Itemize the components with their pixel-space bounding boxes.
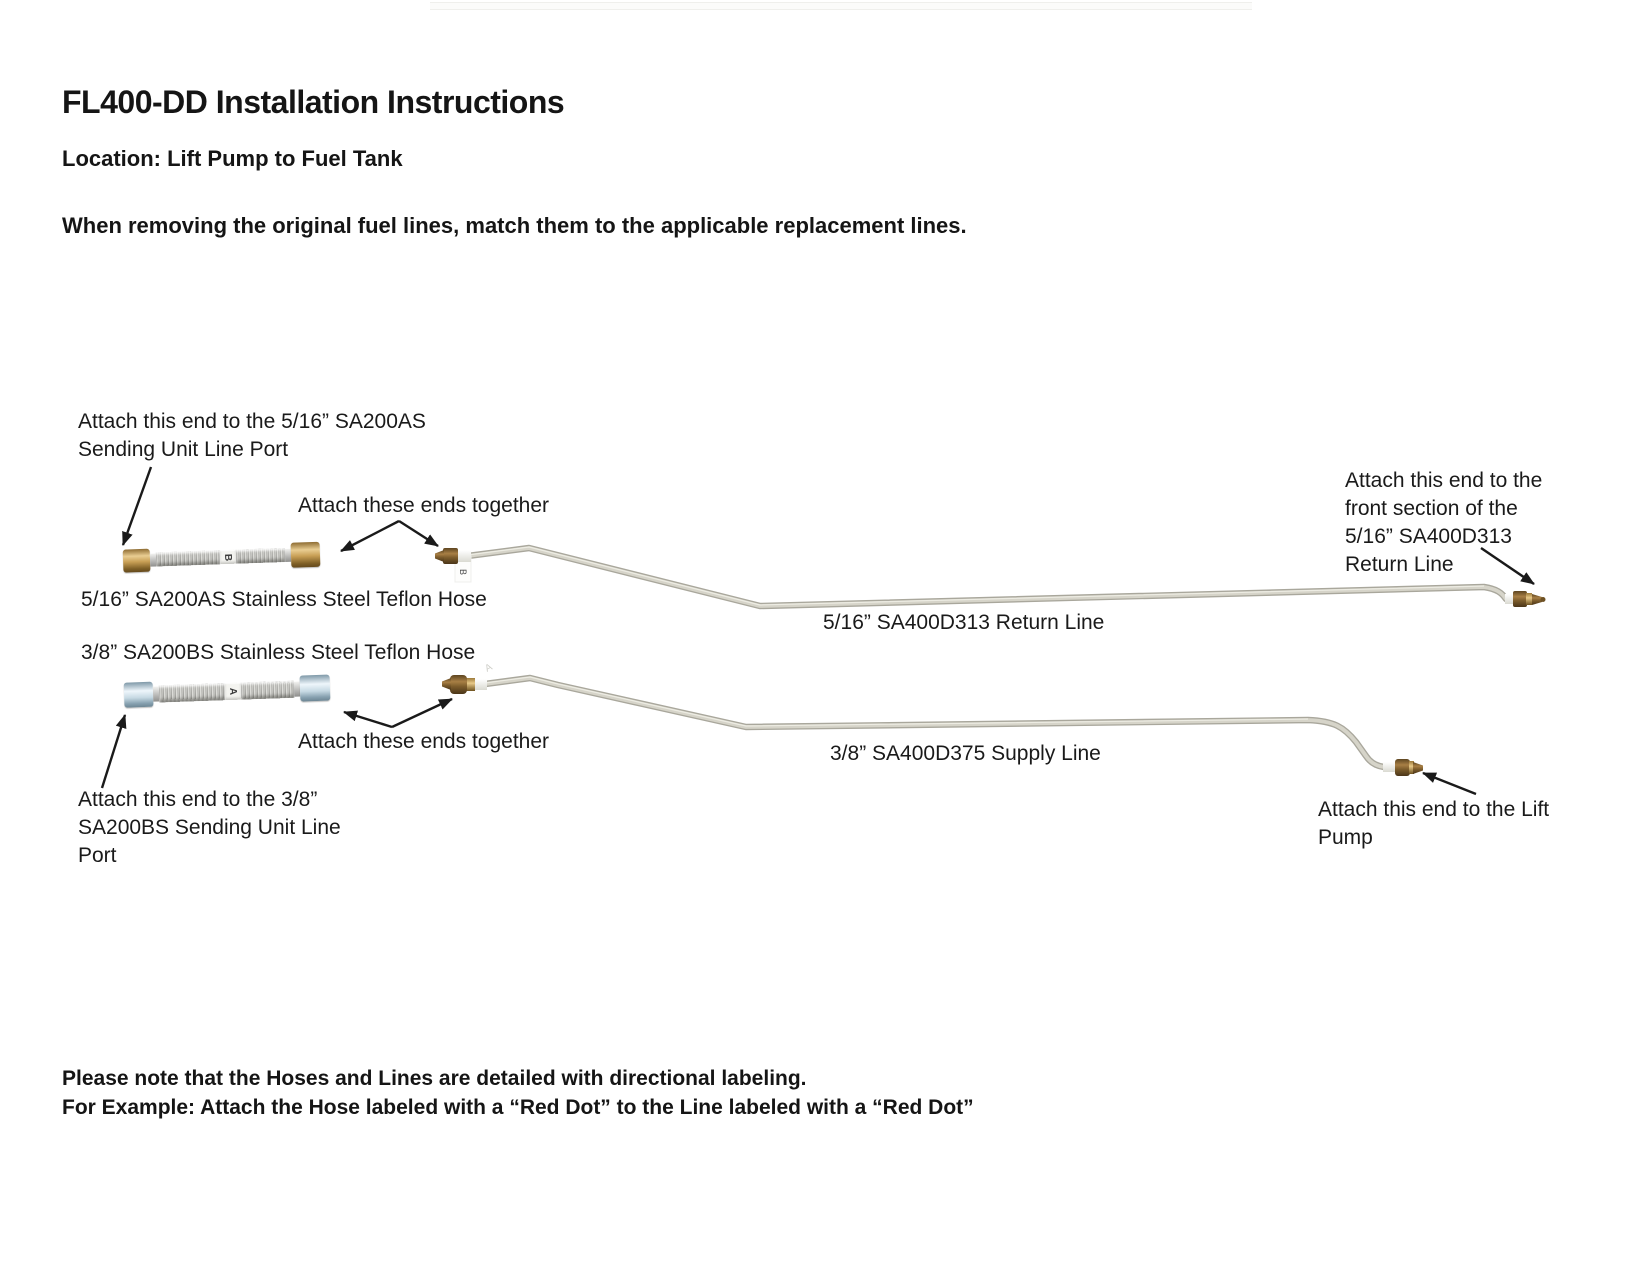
arrow-return-line-right-end [1480,547,1535,585]
supply-line-right-fitting [1383,759,1423,776]
hose-a-braid [158,682,226,702]
arrow-hose-a-left-end [100,714,127,789]
hose-b-tag-letter: B [222,553,234,561]
hose-a-right-fitting [299,674,331,702]
supply-line-left-fitting: A [442,662,495,694]
lift-pump-attach-note-line2: Pump [1318,826,1373,849]
return-line-label: 5/16” SA400D313 Return Line [823,611,1105,634]
hose-a-id-band: A [224,682,242,700]
lift-pump-attach-note: Attach this end to the Lift Pump [1318,796,1549,852]
hose-b-attach-note-line1: Attach this end to the 5/16” SA200AS [78,410,426,433]
arrow-join-b-right [398,519,439,548]
annotation-arrows [100,466,1535,796]
return-line-tag-letter: B [458,569,468,575]
return-line-left-fitting: B [435,548,472,583]
page-title: FL400-DD Installation Instructions [62,84,565,120]
supply-line-label: 3/8” SA400D375 Supply Line [830,742,1101,765]
supply-line-tube [481,674,1388,771]
hose-a-left-fitting [123,681,154,708]
return-line-attach-note-line4: Return Line [1345,553,1454,576]
return-line-attach-note: Attach this end to the front section of … [1345,467,1542,579]
directional-labeling-note-line2: For Example: Attach the Hose labeled wit… [62,1096,974,1119]
hose-a-braid [240,680,295,700]
directional-labeling-note: Please note that the Hoses and Lines are… [62,1064,974,1122]
return-line-attach-note-line3: 5/16” SA400D313 [1345,525,1512,548]
lift-pump-attach-note-line1: Attach this end to the Lift [1318,798,1550,821]
hose-a-attach-note: Attach this end to the 3/8” SA200BS Send… [78,786,341,870]
arrow-hose-b-left-end [121,466,153,546]
arrow-join-a-right [391,697,453,729]
return-line-attach-note-line2: front section of the [1345,497,1518,520]
hose-b-attach-note-line2: Sending Unit Line Port [78,438,289,461]
hose-a-tag-letter: A [227,687,239,695]
supply-line-tag-letter: A [483,662,494,675]
hose-b-braid [155,550,221,567]
arrow-join-a-left [343,710,393,729]
hose-a-attach-note-line3: Port [78,844,117,867]
hose-a-label: 3/8” SA200BS Stainless Steel Teflon Hose [81,641,476,664]
hose-a-join-note: Attach these ends together [298,730,550,753]
hose-b-braid [235,547,286,564]
hose-a-attach-note-line2: SA200BS Sending Unit Line [78,816,341,839]
return-line-attach-note-line1: Attach this end to the [1345,469,1543,492]
hose-b-right-fitting [290,541,321,568]
hose-b-label: 5/16” SA200AS Stainless Steel Teflon Hos… [81,588,487,611]
location-subtitle: Location: Lift Pump to Fuel Tank [62,146,403,171]
arrow-lift-pump-end [1422,771,1477,796]
arrow-join-b-left [340,519,400,553]
intro-text: When removing the original fuel lines, m… [62,213,967,238]
hose-b-left-fitting [122,548,151,573]
hose-b-join-note: Attach these ends together [298,494,550,517]
return-line-tube [456,544,1510,610]
hose-a-attach-note-line1: Attach this end to the 3/8” [78,788,318,811]
hose-b-attach-note: Attach this end to the 5/16” SA200AS Sen… [78,408,426,464]
directional-labeling-note-line1: Please note that the Hoses and Lines are… [62,1067,807,1090]
hose-b-id-band: B [219,549,237,565]
return-line-right-fitting [1505,591,1546,607]
scan-artifact-bar [430,2,1252,10]
